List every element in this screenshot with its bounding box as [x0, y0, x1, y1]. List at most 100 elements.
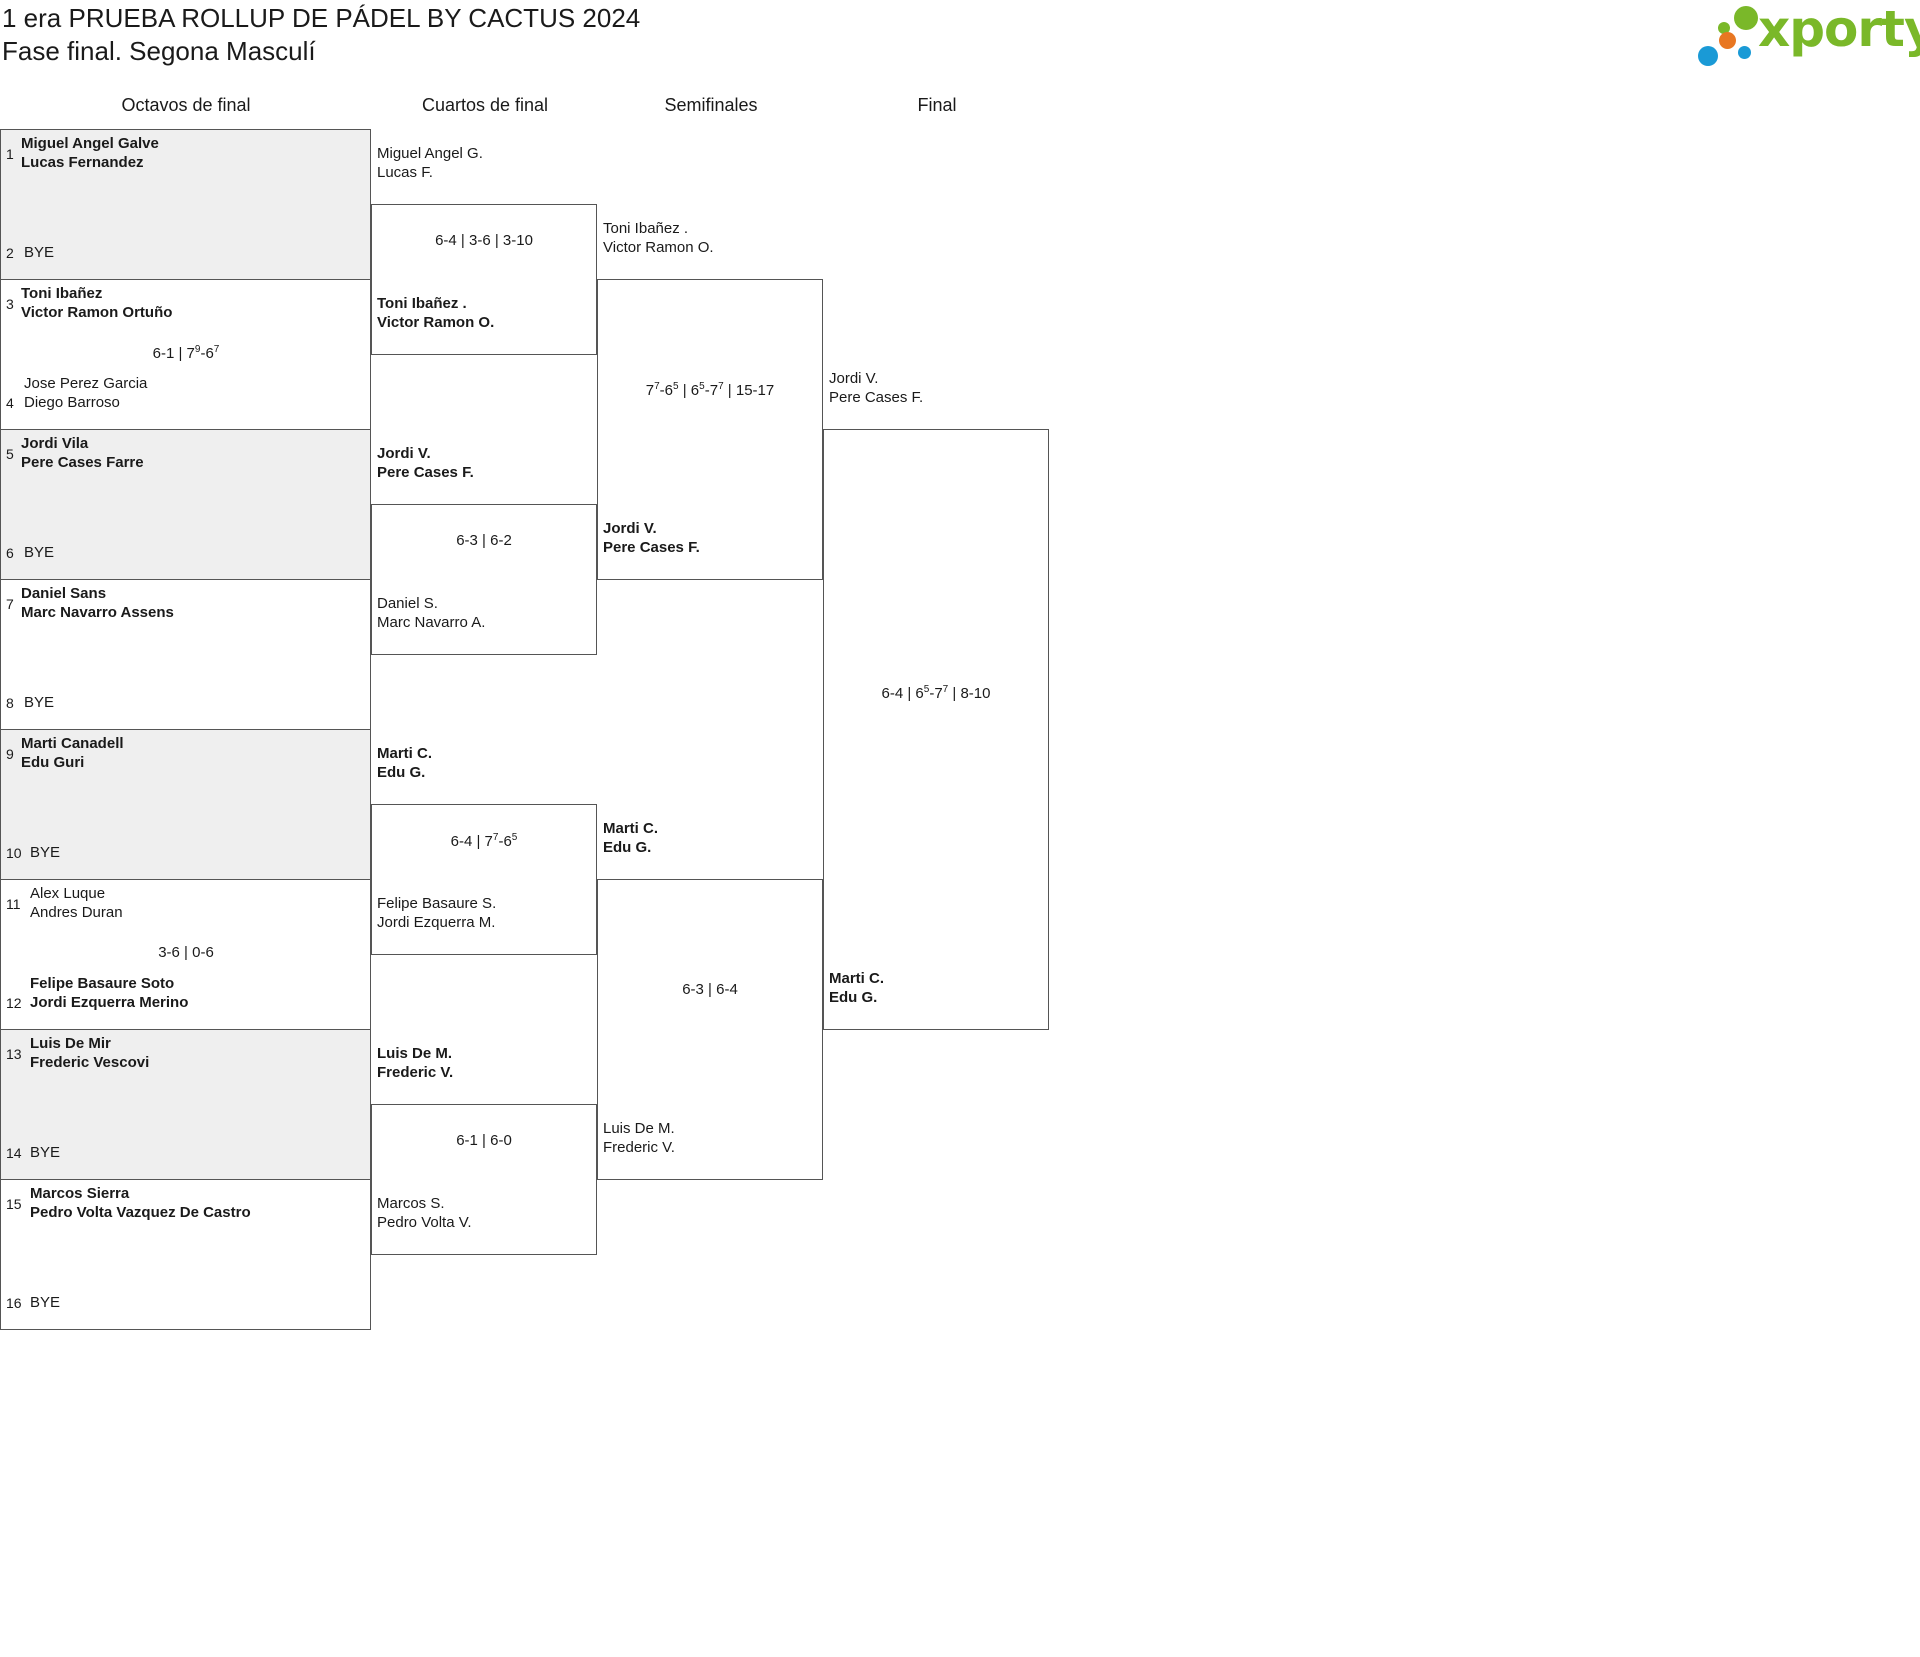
player-name: Marti C.	[377, 745, 433, 762]
score-text: -6	[659, 382, 674, 399]
seed-number: 11	[6, 896, 21, 912]
cuartos-match-box	[371, 804, 597, 955]
player-name: Jordi Vila	[21, 435, 89, 452]
logo-dot-blue	[1698, 46, 1718, 66]
score-text: 6-1 | 6-0	[456, 1132, 512, 1149]
player-name: Luis De M.	[603, 1120, 675, 1137]
score-sup: 7	[492, 832, 499, 843]
score-text: 6-4 | 7	[450, 833, 493, 850]
player-name: Lucas F.	[377, 164, 433, 181]
player-name: Luis De Mir	[30, 1035, 111, 1052]
final-score: 6-4 | 65-77 | 8-10	[882, 684, 991, 702]
player-name: Jordi V.	[377, 445, 431, 462]
logo-dot-orange	[1719, 32, 1736, 49]
final-bottom-team: Marti C. Edu G.	[829, 969, 884, 1007]
semis-top-team: Marti C.Edu G.	[603, 819, 658, 857]
score-sup: 5	[673, 381, 679, 392]
player-name: Toni Ibañez .	[377, 295, 467, 312]
score-text: 6-1 | 7	[152, 345, 195, 362]
score-text: -6	[498, 833, 512, 850]
player-name: Pere Cases F.	[829, 389, 924, 406]
cuartos-match-box	[371, 1104, 597, 1255]
player-name: Frederic V.	[377, 1064, 454, 1081]
round-header-final: Final	[917, 95, 957, 115]
player-name: Pere Cases F.	[377, 464, 474, 481]
round-header-semifinales: Semifinales	[664, 95, 758, 115]
player-name: Daniel Sans	[21, 585, 107, 602]
player-name: Diego Barroso	[24, 394, 120, 411]
player-name: Felipe Basaure S.	[377, 895, 497, 912]
player-name: Edu G.	[829, 989, 878, 1006]
player-name: Victor Ramon Ortuño	[21, 304, 173, 321]
score-text: 6-3 | 6-4	[682, 981, 738, 998]
player-name: Edu G.	[377, 764, 426, 781]
cuartos-bottom-team: Toni Ibañez .Victor Ramon O.	[377, 294, 494, 332]
octavos-match-box	[0, 1179, 371, 1330]
player-name: Felipe Basaure Soto	[30, 975, 175, 992]
semis-score: 77-65 | 65-77 | 15-17	[646, 381, 774, 399]
seed-number: 10	[6, 845, 22, 861]
player-name: Frederic Vescovi	[30, 1054, 150, 1071]
octavos-score: 3-6 | 0-6	[158, 944, 214, 961]
semis-match-box	[597, 879, 823, 1180]
octavos-match-box	[0, 729, 371, 880]
octavos-match-box	[0, 129, 371, 280]
cuartos-top-team: Miguel Angel G. Lucas F.	[377, 144, 483, 182]
score-sup: 7	[654, 381, 660, 392]
logo-dot-green	[1734, 6, 1758, 30]
octavos-match-box	[0, 429, 371, 580]
player-name: Daniel S.	[377, 595, 438, 612]
semis-match-box	[597, 279, 823, 580]
cuartos-score: 6-4 | 77-65	[451, 832, 518, 850]
player-name: Jordi V.	[829, 370, 879, 387]
player-name: Alex Luque	[30, 885, 106, 902]
player-name: Jose Perez Garcia	[24, 375, 148, 392]
player-name: Andres Duran	[30, 904, 123, 921]
octavos-score: 6-1 | 79-67	[153, 344, 220, 362]
cuartos-top-team: Marti C. Edu G.	[377, 744, 432, 782]
score-sup: 5	[923, 684, 930, 695]
score-text: -6	[200, 345, 214, 362]
player-name: Jordi Ezquerra Merino	[30, 994, 189, 1011]
cuartos-match-box	[371, 504, 597, 655]
score-text: | 15-17	[723, 382, 775, 399]
cuartos-score: 6-3 | 6-2	[456, 532, 512, 549]
cuartos-top-team: Jordi V. Pere Cases F.	[377, 444, 474, 482]
player-name: Marti C.	[829, 970, 885, 987]
logo-dot-green-small	[1718, 22, 1730, 34]
player-name: Pedro Volta V.	[377, 1214, 472, 1231]
score-text: 6-4 | 6	[881, 685, 924, 702]
player-name: Marcos S.	[377, 1195, 445, 1212]
player-name: Edu G.	[603, 839, 652, 856]
octavos-bottom-team: BYE	[30, 1143, 60, 1162]
player-name: Miguel Angel G.	[377, 145, 483, 162]
octavos-bottom-team: BYE	[30, 1293, 60, 1312]
seed-number: 13	[6, 1046, 22, 1062]
player-name: Jordi Ezquerra M.	[377, 914, 496, 931]
score-text: -7	[704, 382, 719, 399]
player-name: Marc Navarro A.	[377, 614, 486, 631]
seed-number: 16	[6, 1295, 22, 1311]
player-name: Pere Cases F.	[603, 539, 700, 556]
cuartos-bottom-team: Felipe Basaure S. Jordi Ezquerra M.	[377, 894, 496, 932]
seed-number: 4	[6, 395, 14, 411]
semis-top-team: Toni Ibañez .Victor Ramon O.	[603, 219, 714, 257]
seed-number: 6	[6, 545, 14, 561]
final-top-team: Jordi V. Pere Cases F.	[829, 369, 923, 407]
score-text: | 8-10	[948, 685, 991, 702]
player-name: Luis De M.	[377, 1045, 453, 1062]
score-text: 7	[645, 382, 655, 399]
player-name: Toni Ibañez .	[603, 220, 689, 237]
seed-number: 9	[6, 746, 14, 762]
score-sup: 7	[718, 381, 724, 392]
octavos-match-box	[0, 1029, 371, 1180]
seed-number: 15	[6, 1196, 22, 1212]
player-name: Marcos Sierra	[30, 1185, 130, 1202]
